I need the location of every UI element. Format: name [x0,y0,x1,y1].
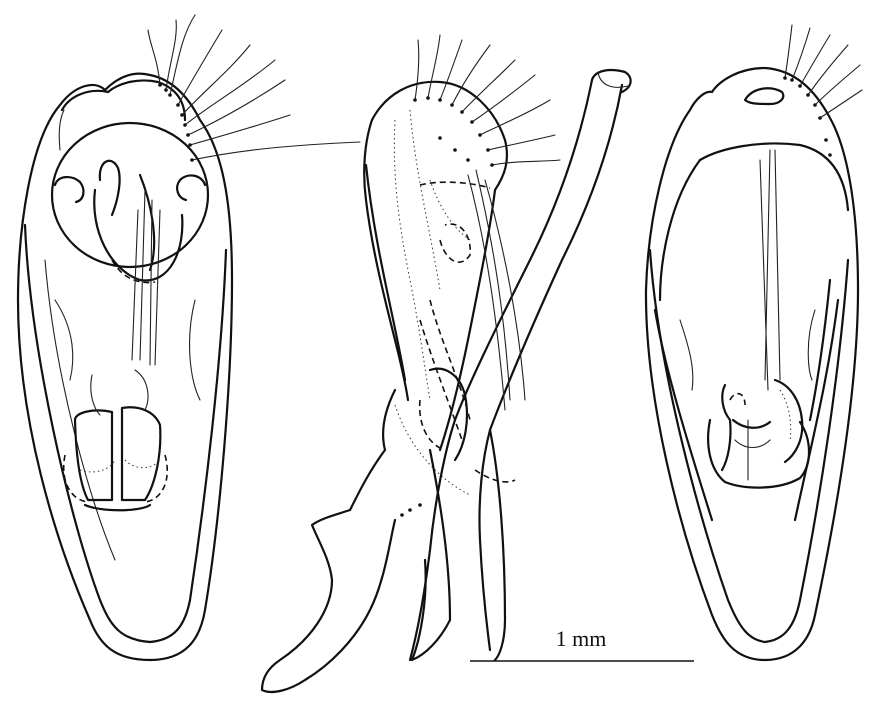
left-view-dorsal [16,14,361,662]
right-setae-cluster [783,24,863,157]
middle-view-lateral [260,34,632,694]
left-setae-cluster [147,14,361,162]
middle-setae-cluster [400,34,561,517]
scale-bar-label: 1 mm [555,626,607,651]
right-view-ventral [644,24,863,662]
